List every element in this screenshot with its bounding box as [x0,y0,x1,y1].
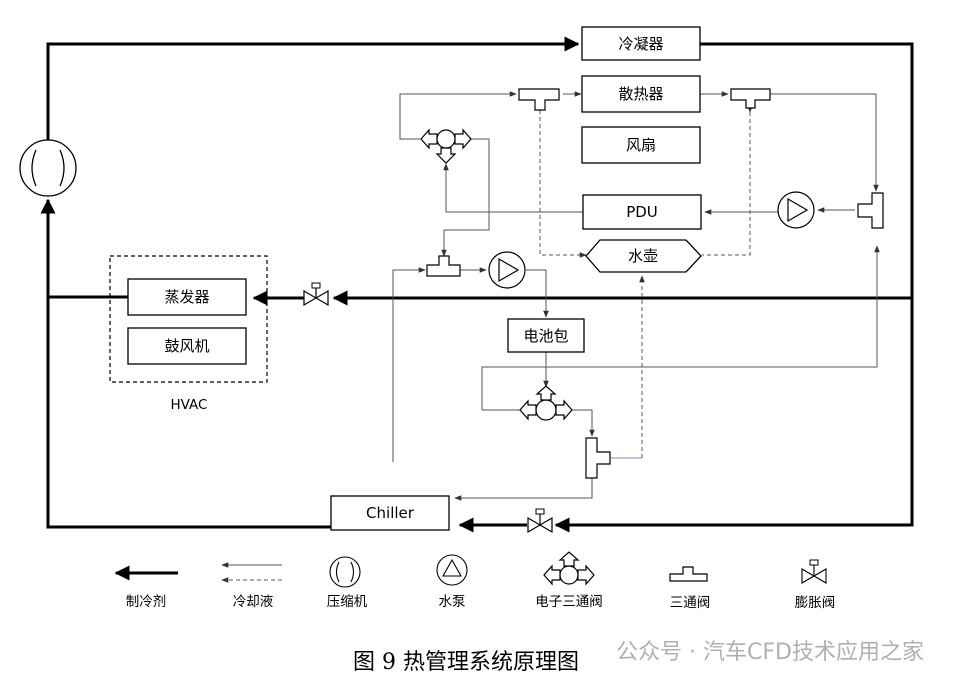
fan-label: 风扇 [626,136,656,154]
pdu-block: PDU [582,194,702,230]
battery-label: 电池包 [523,327,568,345]
condenser-box [581,26,701,61]
legend-compressor: 压缩机 [327,556,368,610]
fan-box [581,126,701,164]
reservoir-label: 水壶 [628,247,658,265]
three-way-valve-icon [585,437,611,479]
three-way-valve-icon [426,255,461,277]
expansion-valve-icon [303,282,329,307]
reservoir-block: 水壶 [585,239,702,273]
evaporator-box [127,278,247,316]
three-way-valve-icon [669,566,708,582]
compressor-icon [19,139,77,197]
watermark: 公众号 · 汽车CFD技术应用之家 [616,640,924,665]
radiator-label: 散热器 [618,85,663,103]
blower-label: 鼓风机 [164,337,209,355]
legend-electronic-three-way-valve-label: 电子三通阀 [535,594,603,610]
expansion-valve-icon [527,508,553,534]
legend-expansion-valve: 膨胀阀 [795,559,836,611]
radiator-box [581,75,701,113]
pump-icon [488,251,526,289]
legend-expansion-valve-label: 膨胀阀 [795,595,836,611]
expansion-valve-icon [801,559,827,584]
pdu-box [582,194,702,230]
condenser-block: 冷凝器 [581,26,701,61]
fan-block: 风扇 [581,126,701,164]
legend-electronic-three-way-valve: 电子三通阀 [535,551,603,610]
blower-box [127,327,247,365]
coolant-loop [392,91,880,501]
compressor-icon [329,556,361,588]
legend-coolant: 冷却液 [221,562,282,610]
refrigerant-loop [40,36,914,533]
hvac-label: HVAC [171,397,208,413]
pdu-label: PDU [626,203,658,221]
electronic-three-way-valve-icon [420,128,472,164]
reservoir-lines [539,105,753,458]
electronic-three-way-valve-icon [543,551,595,586]
hvac-dashed-frame [109,255,268,383]
pump-icon [777,191,815,229]
hvac-block: 蒸发器 鼓风机 HVAC [109,255,268,413]
legend-refrigerant-label: 制冷剂 [126,594,167,610]
evaporator-label: 蒸发器 [164,288,209,306]
legend: 制冷剂 冷却液 压缩机 水泵 [114,551,836,611]
legend-pump: 水泵 [436,554,468,610]
radiator-block: 散热器 [581,75,701,113]
figure-caption: 图 9 热管理系统原理图 [353,650,579,675]
reservoir-shape [585,239,702,273]
three-way-valve-icon [857,192,884,229]
legend-three-way-valve: 三通阀 [669,566,711,611]
battery-block: 电池包 [507,318,585,353]
legend-coolant-label: 冷却液 [233,594,274,610]
chiller-box [330,495,450,531]
legend-refrigerant: 制冷剂 [114,565,178,610]
chiller-block: Chiller [330,495,450,531]
legend-compressor-label: 压缩机 [327,594,368,610]
chiller-label: Chiller [366,504,415,522]
legend-three-way-valve-label: 三通阀 [670,595,711,611]
legend-pump-label: 水泵 [439,594,466,610]
electronic-three-way-valve-icon [519,385,573,421]
battery-box [507,318,585,353]
three-way-valve-icon [518,88,560,111]
condenser-label: 冷凝器 [618,35,663,53]
pump-icon [436,554,468,586]
three-way-valve-icon [730,88,771,109]
